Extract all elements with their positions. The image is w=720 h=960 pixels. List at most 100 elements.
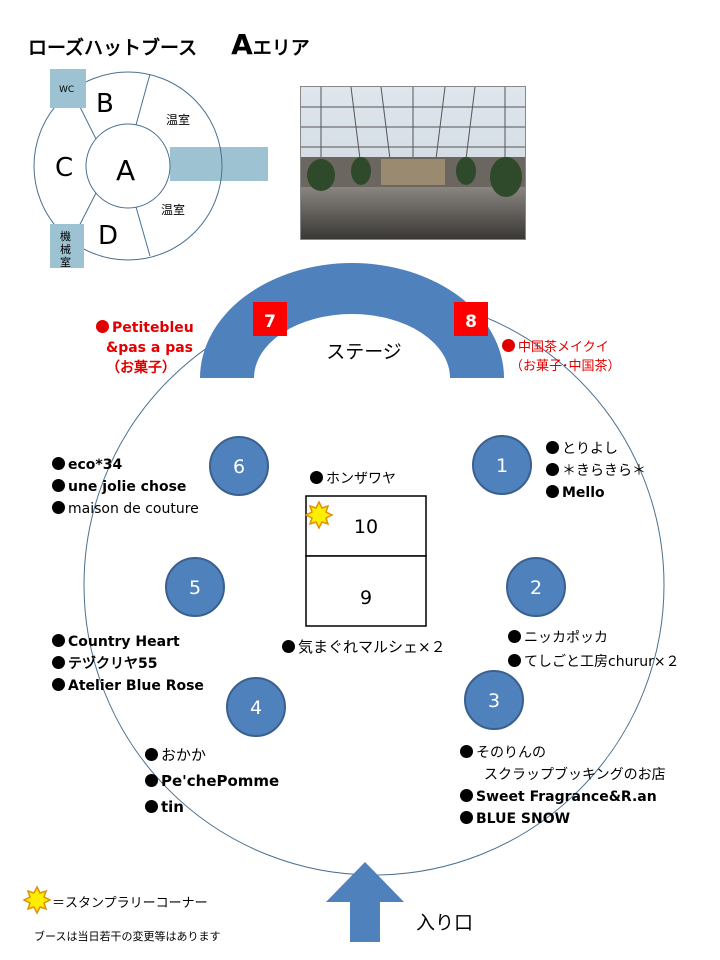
bullet-icon xyxy=(460,745,473,758)
bullet-icon xyxy=(282,640,295,653)
section-a-label: A xyxy=(116,154,135,187)
booth-number: 5 xyxy=(189,577,201,599)
list-item: おかか xyxy=(145,742,279,768)
list-item: ＊きらきら＊ xyxy=(546,460,646,482)
vendor-name: maison de couture xyxy=(68,501,199,517)
vendor-name: Sweet Fragrance&R.an xyxy=(476,789,657,805)
vendor-name: BLUE SNOW xyxy=(476,811,571,827)
booth-9-box xyxy=(305,555,427,627)
list-item: BLUE SNOW xyxy=(460,808,666,830)
vendor-name: Country Heart xyxy=(68,634,180,650)
vendor-name: おかか xyxy=(161,746,207,764)
list-item: Pe'chePomme xyxy=(145,768,279,794)
vendor-name: &pas a pas xyxy=(106,340,194,356)
machine-room-char: 室 xyxy=(60,255,71,269)
greenhouse-bottom-label: 温室 xyxy=(161,202,185,217)
list-item: tin xyxy=(145,794,279,820)
entrance-arrow-icon xyxy=(326,862,404,942)
booth-number: 3 xyxy=(488,690,500,712)
section-b-label: B xyxy=(96,89,114,119)
booth-6: 6 xyxy=(209,436,269,496)
vendor-name: Petitebleu xyxy=(112,320,194,336)
venue-photo xyxy=(300,86,526,240)
bullet-icon xyxy=(52,479,65,492)
vendor-name: eco*34 xyxy=(68,457,123,473)
booth-9-number: 9 xyxy=(360,587,372,609)
vendor-name: Atelier Blue Rose xyxy=(68,678,204,694)
vendor-name: テヅクリヤ55 xyxy=(68,656,158,672)
bullet-icon xyxy=(52,457,65,470)
mini-map: WC B C A D 温室 温室 機 械 室 xyxy=(33,69,268,269)
list-item: とりよし xyxy=(546,438,646,460)
machine-room-char: 機 xyxy=(60,229,71,243)
bullet-icon xyxy=(508,654,521,667)
list-item: ニッカポッカ xyxy=(508,626,680,650)
bullet-icon xyxy=(546,485,559,498)
bullet-icon xyxy=(546,441,559,454)
stage-label: ステージ xyxy=(326,341,402,363)
red-bullet-icon xyxy=(96,320,109,333)
booth-7-number: 7 xyxy=(264,312,276,332)
booth-circle xyxy=(165,557,225,617)
vendor-name: Pe'chePomme xyxy=(161,772,280,790)
booth-2: 2 xyxy=(506,557,566,617)
center-top-vendor: ホンザワヤ xyxy=(310,468,396,490)
bullet-icon xyxy=(52,656,65,669)
vendor-name: とりよし xyxy=(562,441,618,457)
list-item: テヅクリヤ55 xyxy=(52,653,204,675)
bullet-icon xyxy=(145,800,158,813)
list-item: Atelier Blue Rose xyxy=(52,675,204,697)
booth-number: 6 xyxy=(233,456,245,478)
bullet-icon xyxy=(52,678,65,691)
booth-2-vendor-list: ニッカポッカ てしごと工房churur×２ xyxy=(508,626,680,674)
machine-room-char: 械 xyxy=(60,242,71,256)
bullet-icon xyxy=(508,630,521,643)
booth-circle xyxy=(464,670,524,730)
stage-arc xyxy=(200,263,504,378)
vendor-name: スクラップブッキングのお店 xyxy=(484,767,666,783)
legend-stamp-rally: ＝スタンプラリーコーナー xyxy=(52,896,208,911)
list-item: une jolie chose xyxy=(52,476,199,498)
vendor-name: Mello xyxy=(562,485,605,501)
mini-map-corridor xyxy=(170,147,268,181)
vendor-name: tin xyxy=(161,798,184,816)
booth-3-vendor-list: そのりんの スクラップブッキングのお店 Sweet Fragrance&R.an… xyxy=(460,742,666,830)
mini-map-divider xyxy=(135,206,151,257)
vendor-name: ニッカポッカ xyxy=(524,630,608,646)
booth-1: 1 xyxy=(472,435,532,495)
list-item: Sweet Fragrance&R.an xyxy=(460,786,666,808)
bullet-icon xyxy=(52,634,65,647)
booth-8-number: 8 xyxy=(465,312,477,332)
vendor-category: （お菓子） xyxy=(106,360,176,376)
booth-number: 1 xyxy=(496,455,508,477)
list-item: てしごと工房churur×２ xyxy=(508,650,680,674)
booth-1-vendor-list: とりよし ＊きらきら＊ Mello xyxy=(546,438,646,504)
stamp-rally-icon xyxy=(304,500,334,530)
booth-3: 3 xyxy=(464,670,524,730)
center-bottom-vendor: 気まぐれマルシェ×２ xyxy=(282,636,446,658)
section-d-label: D xyxy=(98,221,118,251)
booth-7-marker xyxy=(253,302,287,336)
list-item: Country Heart xyxy=(52,631,204,653)
title-area-suffix: エリア xyxy=(252,37,310,59)
bullet-icon xyxy=(546,463,559,476)
vendor-name: ホンザワヤ xyxy=(326,471,396,487)
booth-number: 4 xyxy=(250,697,262,719)
list-item: スクラップブッキングのお店 xyxy=(460,764,666,786)
vendor-name: そのりんの xyxy=(476,745,546,761)
booth-8-marker xyxy=(454,302,488,336)
red-bullet-icon xyxy=(502,339,515,352)
booth-circle xyxy=(472,435,532,495)
booth-10-number: 10 xyxy=(354,516,378,538)
wc-label: WC xyxy=(59,85,74,95)
greenhouse-top-label: 温室 xyxy=(166,112,190,127)
section-c-label: C xyxy=(55,153,73,183)
bullet-icon xyxy=(145,748,158,761)
venue-photo-image xyxy=(301,87,525,239)
bullet-icon xyxy=(145,774,158,787)
legend-note: ブースは当日若干の変更等はあります xyxy=(34,930,221,943)
list-item: Mello xyxy=(546,482,646,504)
booth-8-vendor: 中国茶メイクイ （お菓子･中国茶） xyxy=(502,338,621,376)
